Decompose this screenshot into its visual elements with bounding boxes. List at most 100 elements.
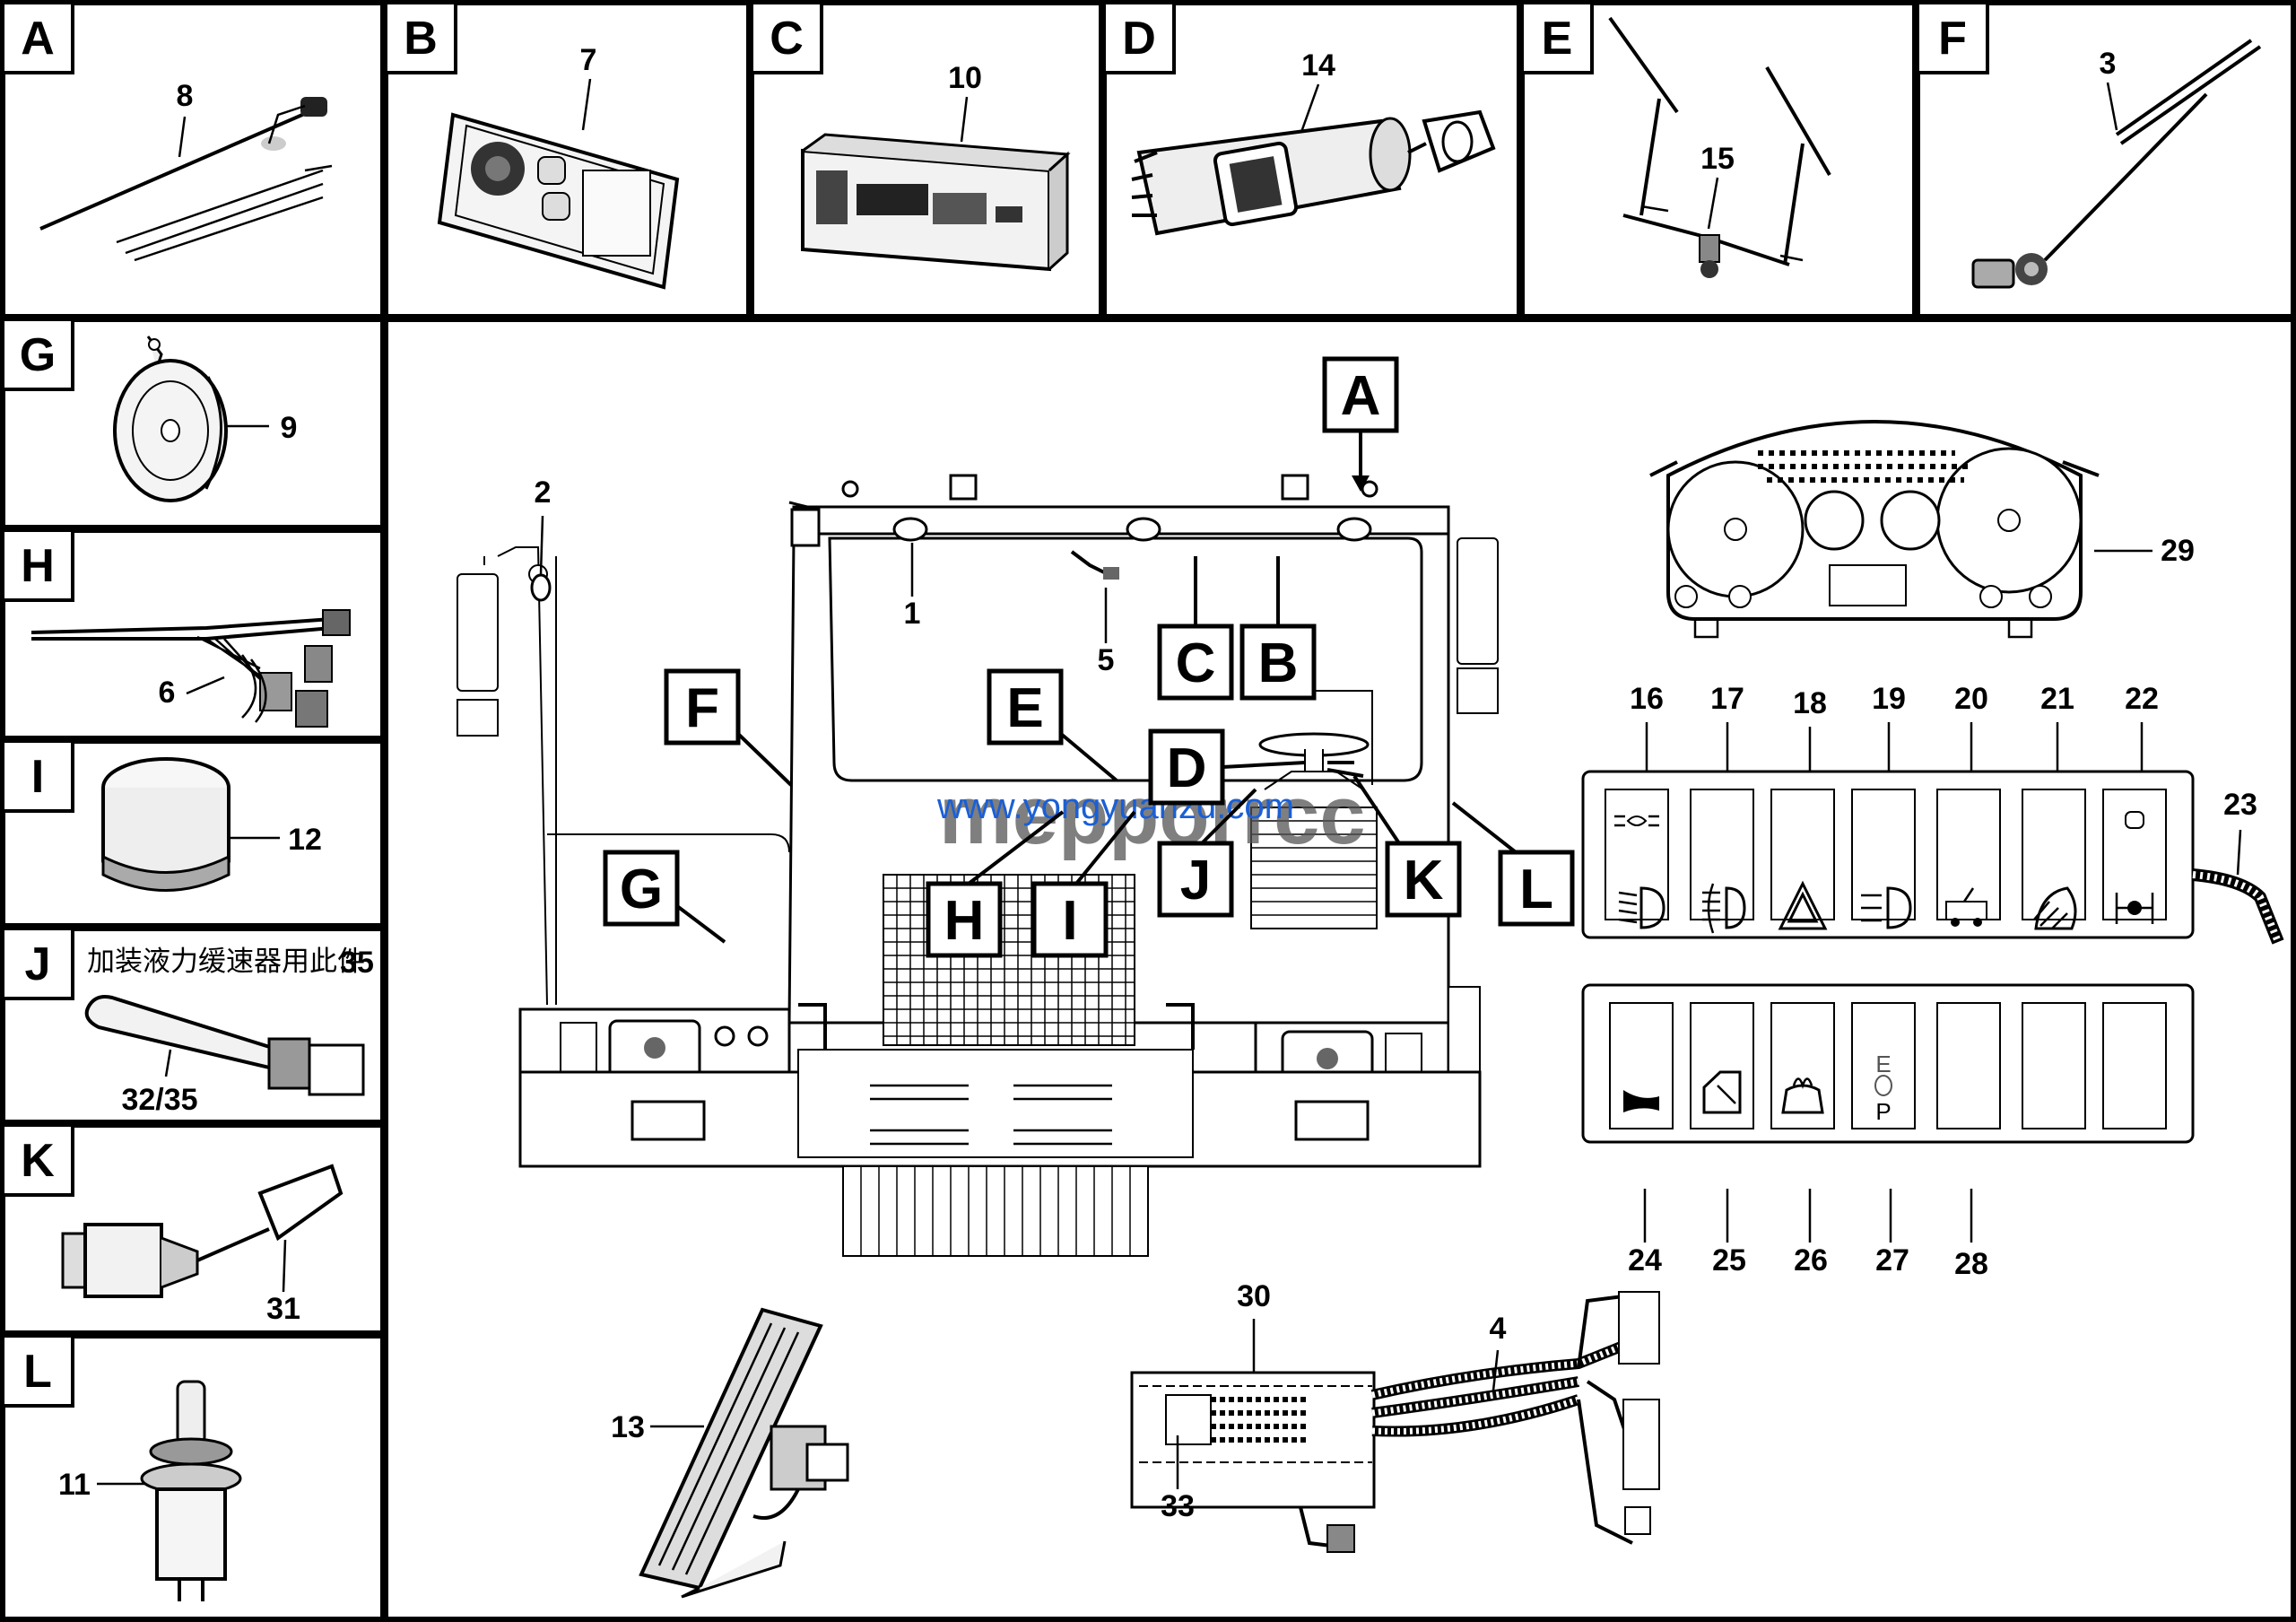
antenna-cable-icon: [39, 97, 333, 262]
wiring-harness-icon: [30, 609, 351, 728]
horn-icon: [113, 336, 228, 502]
callout-h: H: [944, 890, 985, 952]
ignition-switch-icon: [1131, 109, 1496, 236]
watermark-url: www.yongyuanzd.com: [936, 787, 1294, 826]
panel-i-letter: I: [31, 751, 44, 803]
dome-lamp-icon: [437, 112, 680, 290]
horn-switch-icon: [1623, 1090, 1659, 1112]
callout-f: F: [685, 677, 719, 739]
cigar-lighter-cap-icon: [101, 757, 230, 892]
panel-j-part: 32/35: [121, 1083, 197, 1117]
cab-part-1: 1: [904, 597, 921, 631]
ep-switch-icon: E P: [1874, 1051, 1892, 1125]
panel-h-letter: H: [21, 540, 55, 592]
callout-a: A: [1341, 365, 1381, 427]
panel-a: A 8: [0, 0, 386, 319]
pressure-switch-icon: [140, 1380, 242, 1601]
panel-l-part: 11: [58, 1468, 91, 1502]
switch-19: 19: [1872, 682, 1906, 716]
door-window-icon: [1702, 1070, 1742, 1114]
radio-unit-icon: [801, 133, 1071, 272]
front-step: [842, 1165, 1149, 1257]
panel-e: E 15: [1519, 0, 1918, 319]
cab-callouts: A C B F E D G H I J: [603, 356, 1575, 958]
switch-panel-top: 23 16 17 18 19 20 21 22: [1581, 682, 2284, 945]
callout-c: C: [1176, 632, 1216, 694]
module-part: 33: [1161, 1489, 1195, 1523]
panel-c-part: 10: [948, 61, 982, 95]
panel-i-part: 12: [288, 823, 322, 857]
ep-switch-e: E: [1875, 1051, 1891, 1077]
fuse-box-harness: 30 4 33: [1130, 1279, 1660, 1553]
switch-17: 17: [1710, 682, 1744, 716]
hazard-icon: [1778, 880, 1828, 930]
cab-part-5: 5: [1098, 643, 1115, 677]
switch-18: 18: [1793, 686, 1827, 720]
callout-d: D: [1167, 737, 1207, 799]
panel-a-letter: A: [21, 13, 55, 65]
panel-f-part: 3: [2100, 47, 2117, 81]
panel-j-note: 加装液力缓速器用此件: [87, 946, 365, 977]
panel-g-letter: G: [20, 329, 56, 381]
panel-j-letter: J: [25, 938, 51, 990]
wiper-motor-icon: [1971, 39, 2262, 289]
switch-28: 28: [1954, 1247, 1988, 1281]
panel-i: I 12: [0, 738, 386, 929]
switch-26: 26: [1794, 1243, 1828, 1278]
panel-k-part: 31: [266, 1292, 300, 1326]
parking-light-icon: [1614, 815, 1659, 827]
callout-g: G: [620, 859, 663, 920]
panel-e-part: 15: [1700, 142, 1735, 176]
panel-j-note-part: 35: [340, 946, 374, 980]
panel-j: J 加装液力缓速器用此件 35 32/35: [0, 926, 386, 1125]
instrument-cluster: 29: [1649, 420, 2195, 639]
combination-switch-icon: [61, 1164, 344, 1298]
switch-27: 27: [1875, 1243, 1909, 1278]
panel-a-part: 8: [177, 79, 194, 113]
fog-light-icon: [1702, 883, 1746, 934]
cab-part-2: 2: [535, 475, 552, 510]
switch-25: 25: [1712, 1243, 1746, 1278]
panel-g-part: 9: [281, 411, 298, 445]
harness-part: 4: [1490, 1312, 1507, 1346]
callout-b: B: [1258, 632, 1299, 694]
switch-21: 21: [2040, 682, 2074, 716]
callout-e: E: [1006, 677, 1043, 739]
accelerator-pedal: 13: [611, 1307, 849, 1599]
panel-c: C 10: [749, 0, 1104, 319]
switch-16: 16: [1630, 682, 1664, 716]
steering-bellows-icon: [1250, 807, 1378, 929]
panel-h-part: 6: [159, 676, 176, 710]
panel-b-part: 7: [580, 43, 597, 77]
diff-lock-icon: [2115, 811, 2154, 924]
switch-22: 22: [2125, 682, 2159, 716]
truck-lift-icon: [1945, 887, 1987, 927]
callout-k: K: [1404, 850, 1444, 911]
switch-20: 20: [1954, 682, 1988, 716]
high-beam-icon: [1861, 886, 1912, 929]
windshield-washer-icon: [1781, 1077, 1824, 1114]
fusebox-part: 30: [1237, 1279, 1271, 1313]
callout-i: I: [1062, 890, 1077, 952]
callout-j: J: [1180, 850, 1211, 911]
low-beam-icon: [1618, 886, 1665, 929]
cab-front-view: 1 2 5: [457, 474, 1499, 1257]
panel-d: D 14: [1101, 0, 1522, 319]
switch-panel-bottom: E P 24 25 26 27 28: [1581, 983, 2195, 1281]
pedal-part: 13: [611, 1410, 645, 1444]
panel-l-letter: L: [23, 1346, 52, 1398]
cluster-part: 29: [2161, 534, 2195, 568]
ep-switch-p: P: [1875, 1098, 1891, 1125]
panel-f: F 3: [1915, 0, 2296, 319]
callout-l: L: [1519, 859, 1553, 920]
panel-g: G 9: [0, 317, 386, 530]
panel-d-part: 14: [1301, 48, 1335, 83]
panel-f-letter: F: [1938, 13, 1967, 65]
cable-part: 23: [2223, 788, 2257, 822]
panel-d-letter: D: [1122, 13, 1156, 65]
panel-h: H 6: [0, 528, 386, 741]
switch-24: 24: [1628, 1243, 1662, 1278]
work-light-icon: [2033, 886, 2077, 930]
wiper-linkage-icon: [1608, 16, 1831, 278]
